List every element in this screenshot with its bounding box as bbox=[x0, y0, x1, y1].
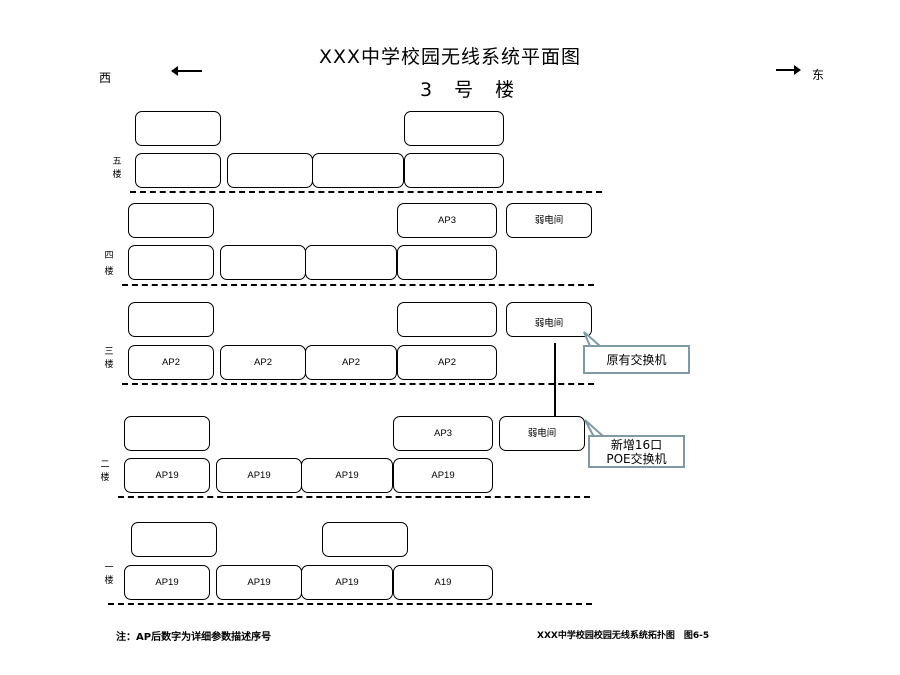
room-f4-lower-2 bbox=[220, 245, 306, 280]
floor-label-char: 五 bbox=[112, 157, 122, 167]
room-f5-lower-3 bbox=[312, 153, 404, 188]
floor-divider-1 bbox=[108, 603, 592, 605]
room-f4-ap: AP3 bbox=[397, 203, 497, 238]
floor-label-2: 二 楼 bbox=[98, 459, 112, 485]
room-f2-ap-1: AP19 bbox=[124, 458, 210, 493]
room-f1-ap-4: A19 bbox=[393, 565, 493, 600]
floor-label-char: 楼 bbox=[104, 360, 114, 370]
callout-new-poe-switch: 新增16口 POE交换机 bbox=[588, 435, 685, 468]
room-f2-weak-current: 弱电间 bbox=[499, 416, 585, 451]
floor-label-char: 楼 bbox=[104, 576, 114, 586]
callout-existing-switch: 原有交换机 bbox=[583, 345, 690, 374]
room-f1-upper-west bbox=[131, 522, 217, 557]
room-f4-lower-3 bbox=[305, 245, 397, 280]
floor-label-5: 五 楼 bbox=[110, 156, 124, 182]
floor-divider-4 bbox=[122, 284, 594, 286]
floor-divider-5 bbox=[130, 191, 602, 193]
room-f4-lower-1 bbox=[128, 245, 214, 280]
room-f5-lower-1 bbox=[135, 153, 221, 188]
room-f1-ap-3: AP19 bbox=[301, 565, 393, 600]
floor-label-4: 四 楼 bbox=[102, 248, 116, 280]
room-f2-ap-2: AP19 bbox=[216, 458, 302, 493]
room-f3-ap-4: AP2 bbox=[397, 345, 497, 380]
room-f1-ap-1: AP19 bbox=[124, 565, 210, 600]
room-f4-lower-4 bbox=[397, 245, 497, 280]
east-arrow-icon bbox=[776, 65, 801, 75]
floor-label-char: 三 bbox=[104, 347, 114, 357]
diagram-title: XXX中学校园无线系统平面图 bbox=[318, 46, 582, 68]
callout-new-line2: POE交换机 bbox=[606, 451, 667, 466]
room-f3-upper-west bbox=[128, 302, 214, 337]
room-f2-ap-4: AP19 bbox=[393, 458, 493, 493]
floor-divider-2 bbox=[118, 496, 590, 498]
footer-note-prefix: 注： bbox=[116, 632, 136, 643]
floor-label-1: 一 楼 bbox=[102, 562, 116, 588]
west-arrow-icon bbox=[171, 66, 202, 76]
room-f1-upper-mid bbox=[322, 522, 408, 557]
floor-label-char: 楼 bbox=[100, 473, 110, 483]
callout-new-line1: 新增16口 bbox=[610, 437, 663, 452]
room-f2-upper-west bbox=[124, 416, 210, 451]
floor-label-char: 四 bbox=[104, 251, 114, 261]
room-f2-ap: AP3 bbox=[393, 416, 493, 451]
west-label: 西 bbox=[99, 71, 112, 85]
building-subtitle: 3 号 楼 bbox=[420, 79, 523, 101]
room-f3-weak-current: 弱电间 bbox=[506, 302, 592, 337]
floor-label-char: 二 bbox=[100, 460, 110, 470]
room-f5-lower-4 bbox=[404, 153, 504, 188]
room-f4-weak-current: 弱电间 bbox=[506, 203, 592, 238]
floor-label-char: 一 bbox=[104, 563, 114, 573]
room-f1-ap-2: AP19 bbox=[216, 565, 302, 600]
room-f4-upper-west bbox=[128, 203, 214, 238]
room-f3-ap-3: AP2 bbox=[305, 345, 397, 380]
room-f3-upper-east bbox=[397, 302, 497, 337]
floor-label-char: 楼 bbox=[112, 170, 122, 180]
floor-divider-3 bbox=[122, 383, 594, 385]
footer-note-text: AP后数字为详细参数描述序号 bbox=[136, 632, 272, 643]
room-f3-ap-1: AP2 bbox=[128, 345, 214, 380]
room-f5-upper-east bbox=[404, 111, 504, 146]
east-label: 东 bbox=[812, 68, 825, 82]
room-f2-ap-3: AP19 bbox=[301, 458, 393, 493]
footer-note: 注：AP后数字为详细参数描述序号 bbox=[116, 628, 271, 643]
room-f5-upper-west bbox=[135, 111, 221, 146]
room-f5-lower-2 bbox=[227, 153, 313, 188]
floor-label-char: 楼 bbox=[104, 267, 114, 277]
room-f3-ap-2: AP2 bbox=[220, 345, 306, 380]
figure-caption: XXX中学校园校园无线系统拓扑图 图6-5 bbox=[537, 631, 710, 641]
floor-label-3: 三 楼 bbox=[102, 346, 116, 372]
